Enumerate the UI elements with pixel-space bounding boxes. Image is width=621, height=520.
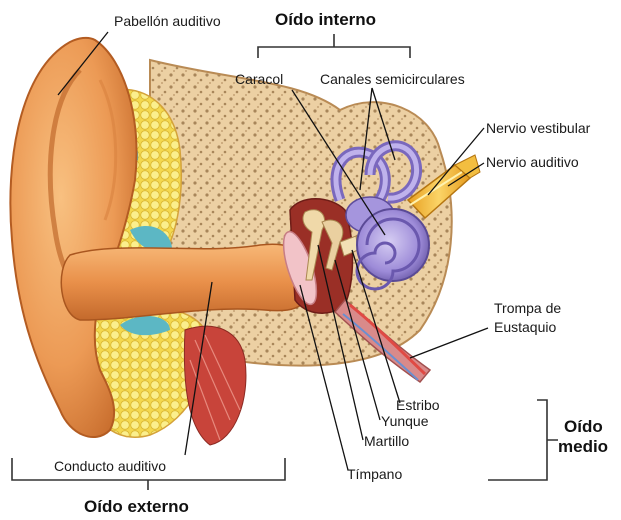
leader-trompa — [410, 328, 488, 358]
label-estribo: Estribo — [396, 397, 440, 413]
section-oido-interno: Oído interno — [275, 10, 376, 29]
section-oido-medio-1: Oído — [564, 417, 603, 436]
label-conducto: Conducto auditivo — [54, 458, 166, 474]
label-trompa-1: Trompa de — [494, 300, 561, 316]
label-nervio-auditivo: Nervio auditivo — [486, 154, 579, 170]
label-yunque: Yunque — [381, 413, 429, 429]
section-oido-externo: Oído externo — [84, 497, 189, 516]
label-vestibular: Nervio vestibular — [486, 120, 591, 136]
section-oido-medio-2: medio — [558, 437, 608, 456]
bracket-oido-interno — [258, 34, 410, 58]
bracket-oido-medio — [488, 400, 558, 480]
label-trompa-2: Eustaquio — [494, 319, 556, 335]
label-pabellon: Pabellón auditivo — [114, 13, 221, 29]
ear-canal — [61, 244, 305, 320]
label-martillo: Martillo — [364, 433, 409, 449]
label-timpano: Tímpano — [347, 466, 402, 482]
label-caracol: Caracol — [235, 71, 283, 87]
label-canales: Canales semicirculares — [320, 71, 465, 87]
